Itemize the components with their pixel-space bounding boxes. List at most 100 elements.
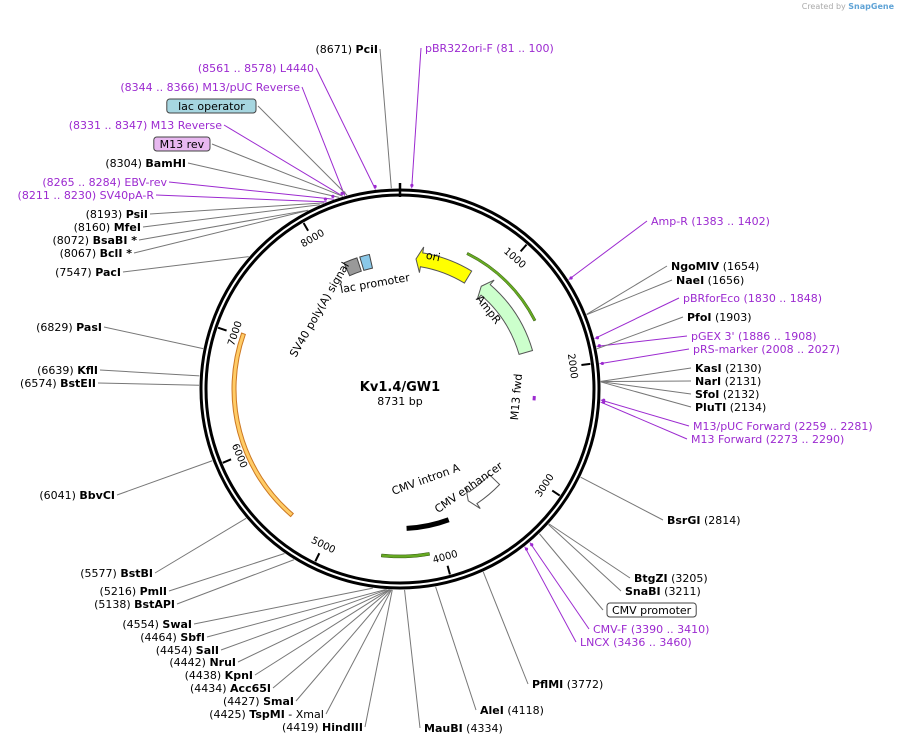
leader-line — [142, 204, 320, 228]
leader-line — [223, 124, 344, 197]
label-name: BsrGI — [667, 514, 700, 527]
label-name: BsaBI * — [93, 234, 138, 247]
label-name: M13/pUC Forward — [693, 420, 791, 433]
leader-line — [600, 401, 688, 440]
primer-label: M13 Forward (2273 .. 2290) — [691, 433, 844, 446]
tick-mark — [222, 458, 232, 464]
primer-marker — [524, 547, 529, 551]
label-position: (3211) — [661, 585, 701, 598]
label-name: pBRforEco — [683, 292, 740, 305]
tick-mark — [519, 243, 528, 253]
label-name: NruI — [209, 656, 236, 669]
leader-line — [482, 571, 529, 685]
plasmid-size: 8731 bp — [377, 395, 422, 408]
primer-marker — [410, 183, 414, 187]
leader-line — [149, 202, 325, 215]
tick-label: 8000 — [299, 228, 327, 250]
label-name: SwaI — [162, 618, 192, 631]
leader-line — [364, 589, 393, 728]
label-position: (2131) — [721, 375, 761, 388]
site-label: (4554) SwaI — [122, 618, 192, 631]
site-label: (4442) NruI — [169, 656, 236, 669]
label-position: (2008 .. 2027) — [758, 343, 840, 356]
label-name: SV40pA-R — [100, 189, 155, 202]
label-position: (7547) — [55, 266, 95, 279]
label-name: LNCX — [580, 636, 610, 649]
sv40-polya-box — [343, 257, 362, 277]
tick-mark — [302, 222, 309, 232]
label-name: PciI — [356, 43, 378, 56]
leader-line — [548, 523, 631, 579]
site-label: PflMI (3772) — [532, 678, 603, 691]
label-name: PluTI — [695, 401, 726, 414]
label-name: PfoI — [687, 311, 712, 324]
primer-marker — [595, 336, 600, 340]
primer-marker — [569, 276, 573, 280]
label-position: (2273 .. 2290) — [762, 433, 844, 446]
kv14-orf-arc — [231, 332, 294, 518]
primer-marker — [597, 344, 601, 348]
label-name: SbfI — [180, 631, 205, 644]
leader-line — [295, 589, 392, 702]
leader-line — [586, 265, 668, 315]
leader-line — [272, 589, 391, 689]
site-label: (6041) BbvCI — [39, 489, 115, 502]
label-name: pGEX 3' — [691, 330, 735, 343]
feature-box — [166, 98, 257, 114]
label-position: (3436 .. 3460) — [610, 636, 692, 649]
leader-line — [138, 209, 309, 241]
label-position: (4425) — [209, 708, 249, 721]
label-position: (8072) — [53, 234, 93, 247]
leader-line — [103, 326, 204, 350]
leader-line — [116, 460, 213, 496]
feature-box-label: CMV promoter — [612, 604, 692, 617]
leader-line — [133, 210, 308, 254]
primer-label: pRS-marker (2008 .. 2027) — [693, 343, 840, 356]
leader-line — [600, 380, 692, 383]
site-label: KasI (2130) — [695, 362, 762, 375]
leader-line — [600, 381, 692, 408]
label-name: L4440 — [280, 62, 314, 75]
label-position: (6574) — [20, 377, 60, 390]
label-position: (1656) — [704, 274, 744, 287]
leader-line — [404, 589, 421, 729]
leader-line — [599, 348, 690, 365]
label-name: KpnI — [225, 669, 253, 682]
label-name: SnaBI — [625, 585, 661, 598]
leader-line — [168, 181, 334, 200]
site-label: NaeI (1656) — [676, 274, 744, 287]
leader-line — [594, 297, 680, 339]
cmv-enhancer-arrow — [465, 474, 501, 509]
site-label: (4464) SbfI — [140, 631, 205, 644]
leader-line — [600, 399, 690, 427]
label-position: (8671) — [315, 43, 355, 56]
leader-line — [539, 533, 604, 611]
primer-label: Amp-R (1383 .. 1402) — [651, 215, 770, 228]
label-position: (8561 .. 8578) — [198, 62, 280, 75]
label-position: (2259 .. 2281) — [791, 420, 873, 433]
label-position: (4419) — [282, 721, 322, 734]
credit: Created by SnapGene — [802, 2, 894, 11]
site-label: PfoI (1903) — [687, 311, 752, 324]
primer-label: (8211 .. 8230) SV40pA-R — [18, 189, 155, 202]
label-name: KflI — [77, 364, 98, 377]
leader-line — [325, 589, 392, 715]
site-label: (5577) BstBI — [80, 567, 153, 580]
leader-line — [168, 553, 285, 592]
leader-line — [411, 47, 422, 189]
site-label: BtgZI (3205) — [634, 572, 708, 585]
primer-label: pBRforEco (1830 .. 1848) — [683, 292, 822, 305]
site-label: (8067) BclI * — [60, 247, 133, 260]
site-label: (4434) Acc65I — [190, 682, 271, 695]
primer-label: CMV-F (3390 .. 3410) — [593, 623, 709, 636]
leader-line — [211, 143, 343, 197]
label-name: MfeI — [114, 221, 141, 234]
site-label: SnaBI (3211) — [625, 585, 701, 598]
leader-line — [580, 476, 664, 521]
label-position: (4438) — [185, 669, 225, 682]
site-label: NarI (2131) — [695, 375, 761, 388]
tick-mark — [446, 565, 451, 575]
label-name: BstEII — [60, 377, 96, 390]
primer-marker — [373, 184, 377, 189]
label-position: (6639) — [37, 364, 77, 377]
